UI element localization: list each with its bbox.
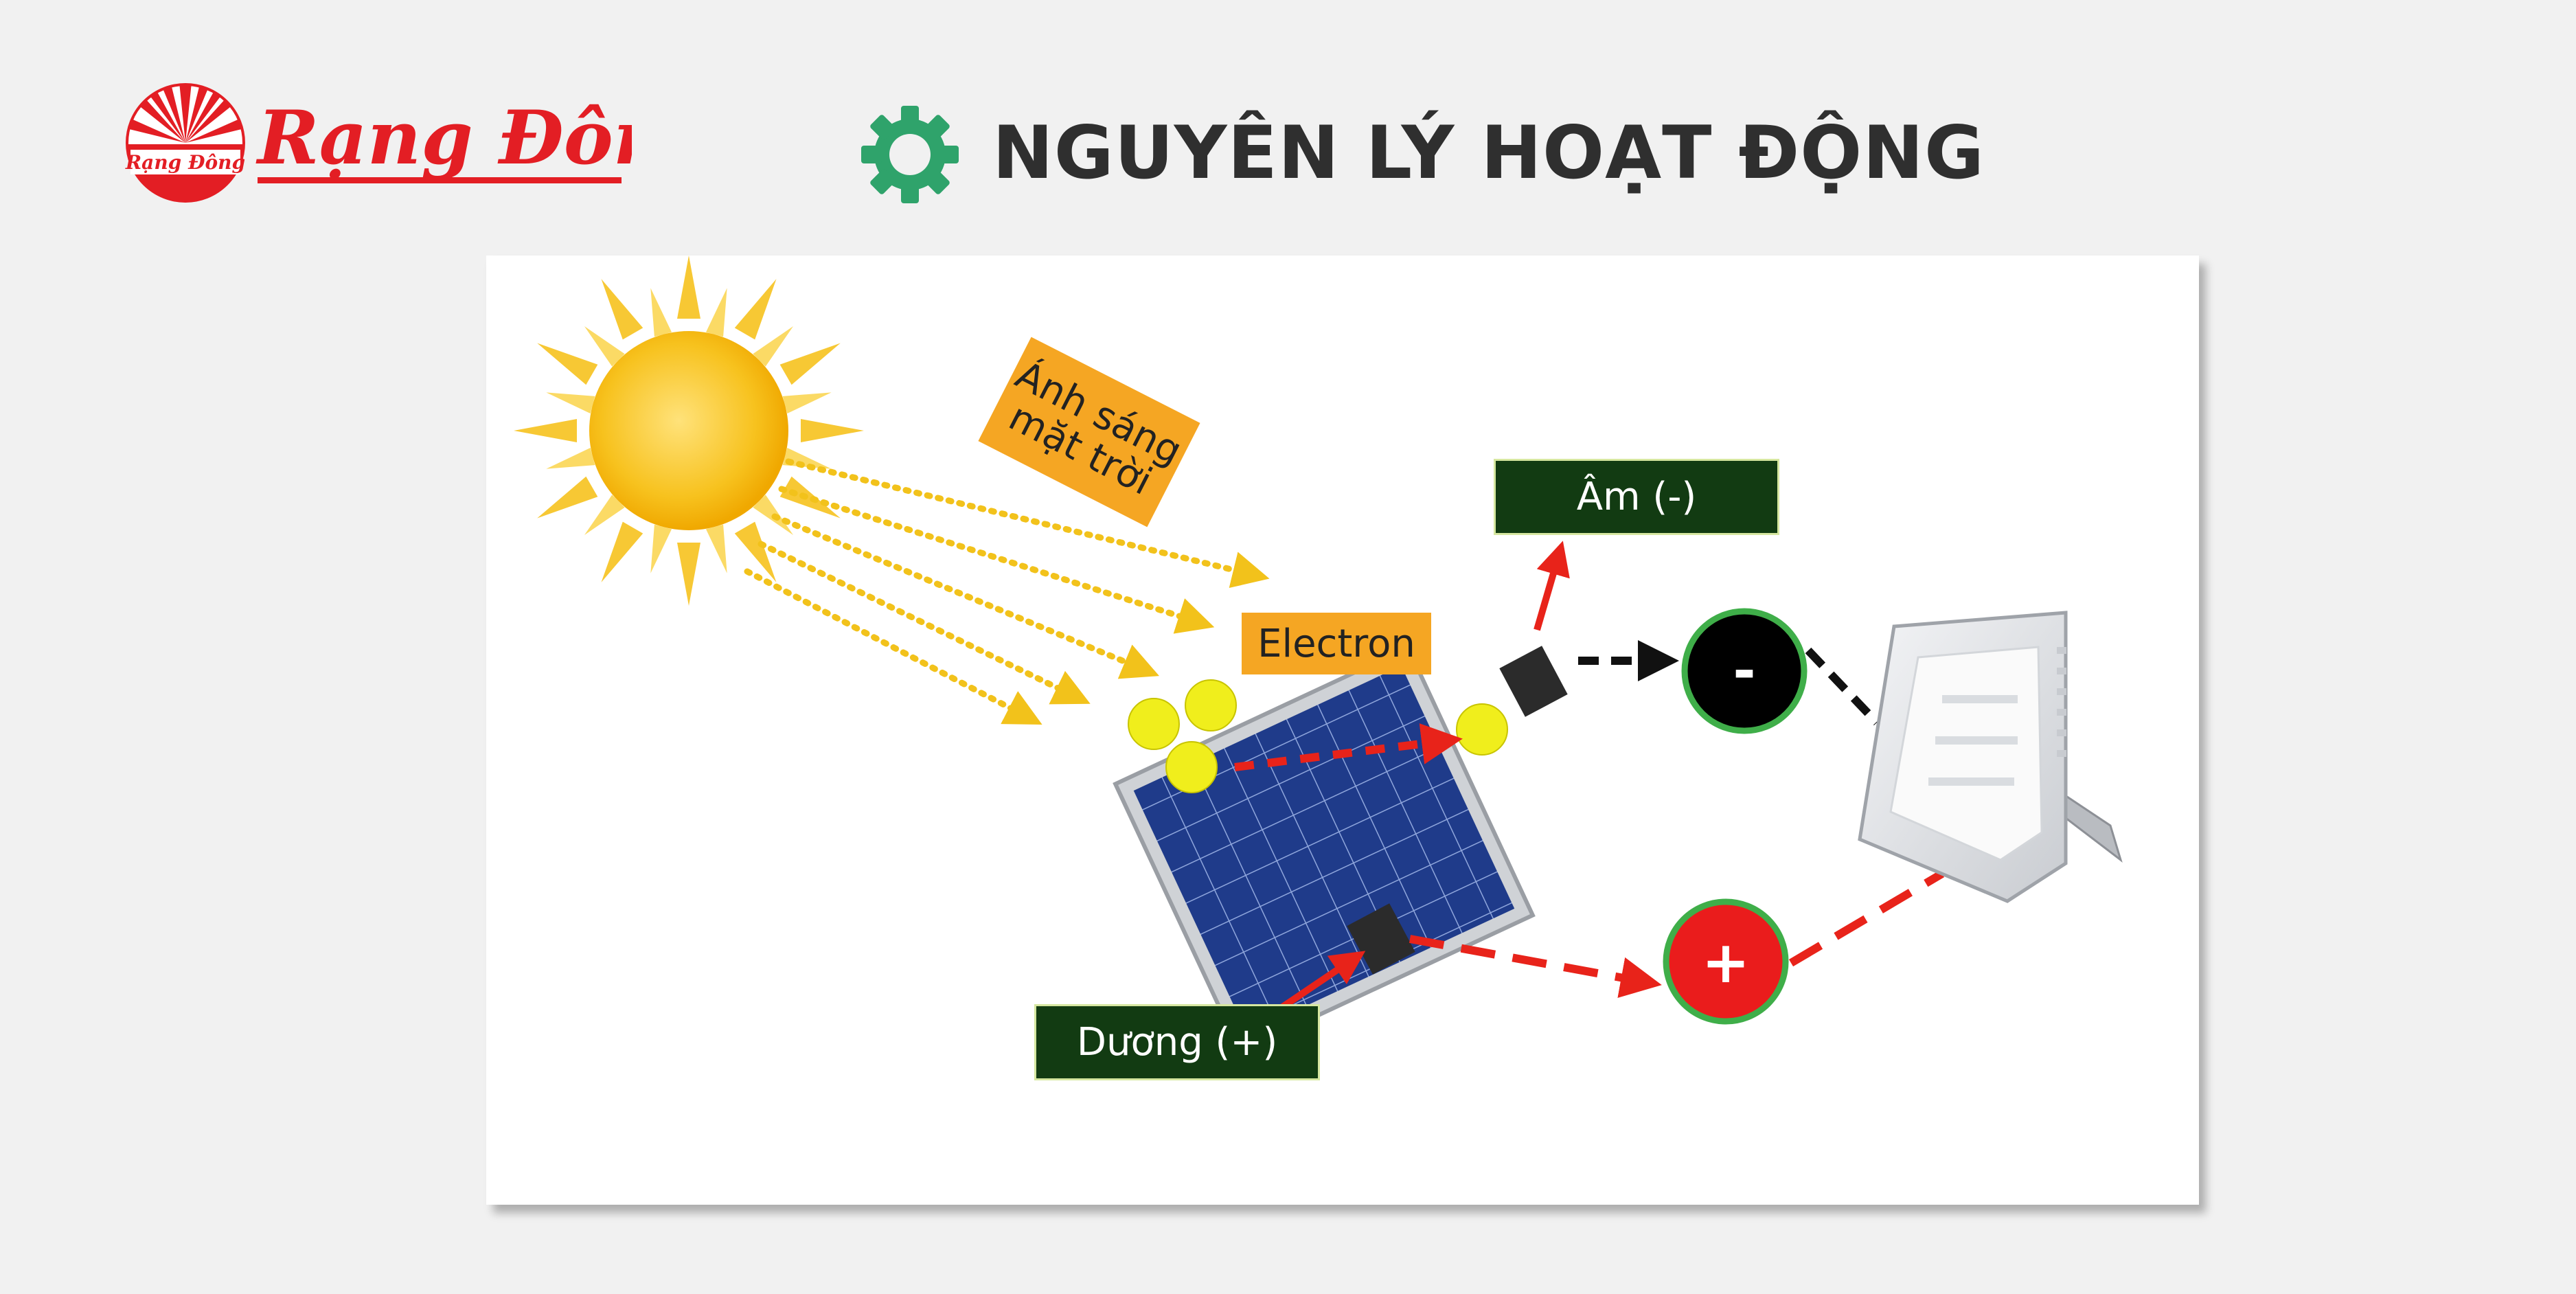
sunlight-rays xyxy=(744,458,1270,725)
electron-dot xyxy=(1456,703,1508,756)
logo-small-text: Rạng Đông xyxy=(125,151,245,174)
negative-symbol: - xyxy=(1733,639,1755,703)
electron-dot xyxy=(1165,741,1218,793)
positive-symbol: + xyxy=(1702,929,1750,996)
diagram-canvas: - + xyxy=(514,256,2123,1055)
page-title: NGUYÊN LÝ HOẠT ĐỘNG xyxy=(992,111,1985,195)
electron-particles xyxy=(1128,679,1508,793)
positive-wire-to-lamp xyxy=(1788,870,1945,967)
diagram-panel: - + Ánh sáng mặt trời Ele xyxy=(486,256,2199,1205)
gear-icon xyxy=(861,106,959,203)
positive-label: Dương (+) xyxy=(1034,1004,1320,1080)
negative-terminal xyxy=(1681,608,1808,734)
rang-dong-logo: Rạng Đông Rạng Đông xyxy=(125,83,632,203)
negative-label-arrow xyxy=(1534,541,1570,631)
electron-dot xyxy=(1185,679,1237,731)
negative-wire-to-lamp xyxy=(1805,647,1880,726)
electron-dot xyxy=(1128,698,1180,750)
positive-label-arrow xyxy=(1279,951,1366,1011)
sun-icon xyxy=(514,256,864,606)
positive-wire xyxy=(1409,935,1662,998)
logo-wordmark: Rạng Đông xyxy=(255,95,632,181)
positive-terminal xyxy=(1663,898,1789,1025)
electron-label: Electron xyxy=(1242,613,1431,674)
floodlight-lamp xyxy=(1858,611,2123,903)
negative-label: Âm (-) xyxy=(1494,459,1779,535)
electron-flow-arrow xyxy=(1234,723,1463,771)
logo-sun-icon xyxy=(126,83,245,203)
negative-terminal-box xyxy=(1499,646,1568,717)
logo-underline xyxy=(258,177,622,183)
